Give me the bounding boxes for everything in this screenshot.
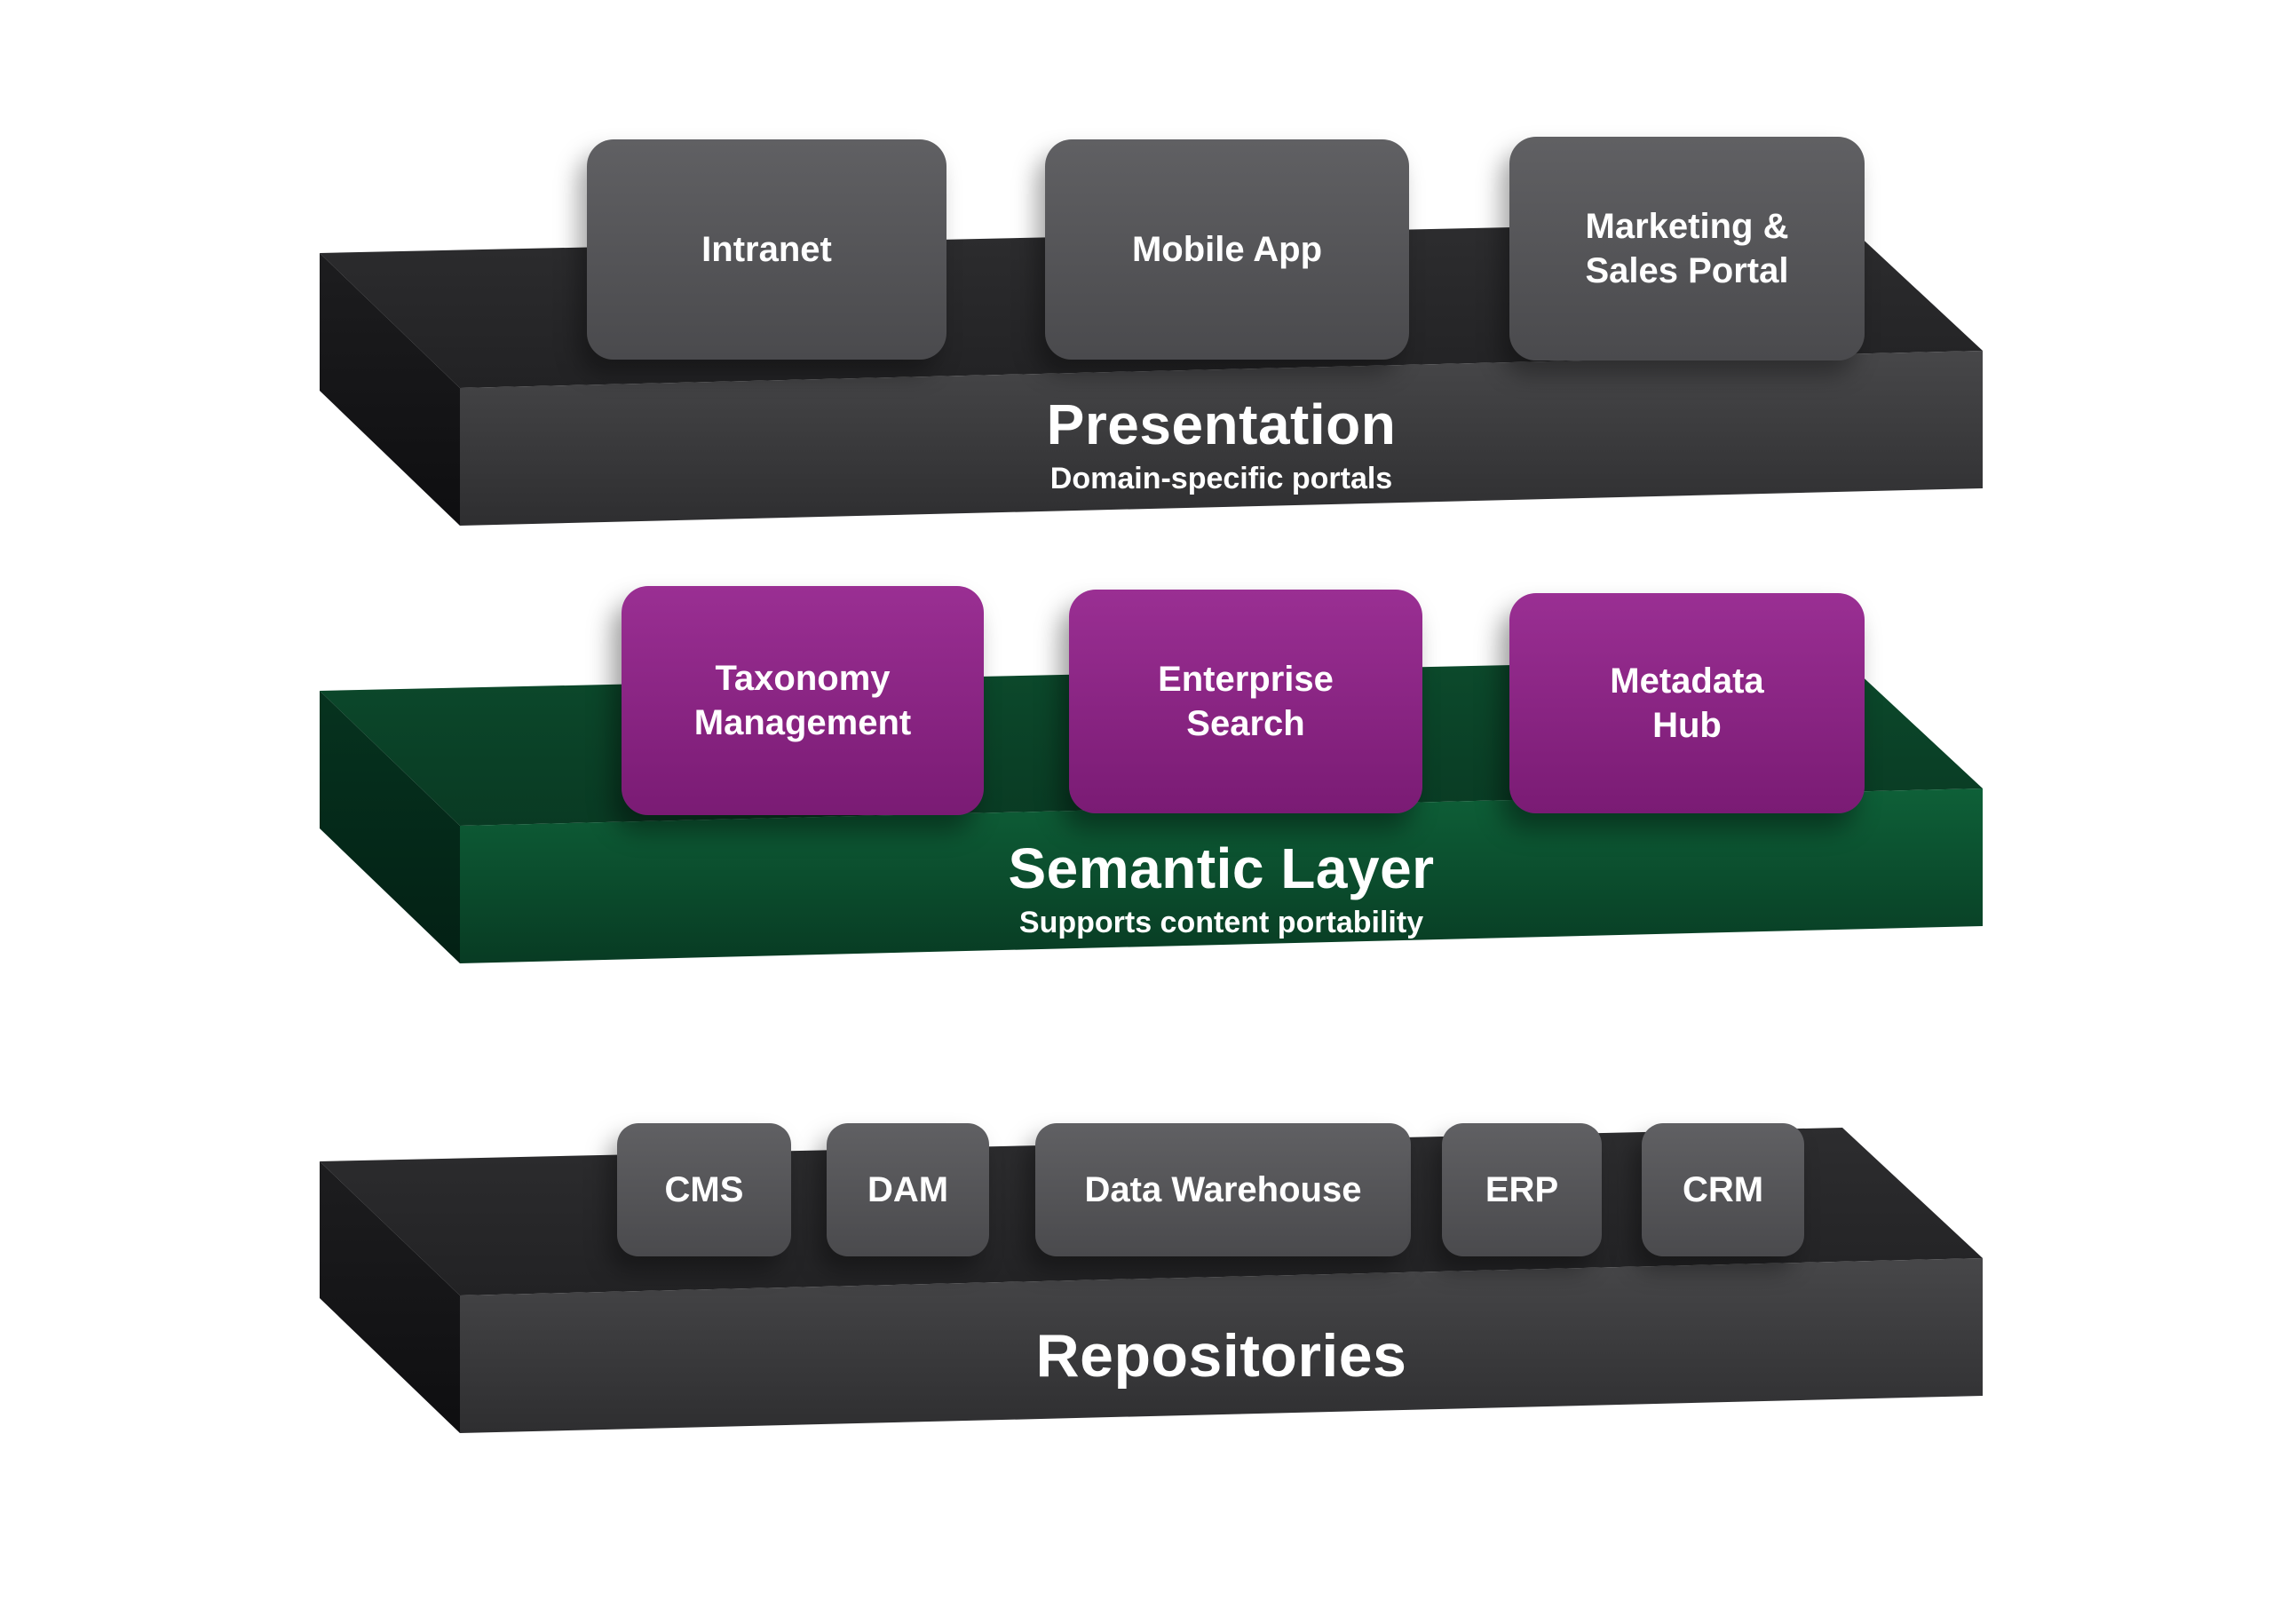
box-erp-label: ERP [1485,1170,1559,1209]
box-marketing-sales-portal-label-line1: Marketing & [1585,207,1789,246]
box-metadata-hub-label-line2: Hub [1652,706,1722,745]
semantic-layer-label: Semantic Layer Supports content portabil… [460,836,1983,940]
box-mobile-app-label: Mobile App [1131,230,1323,269]
repositories-slab-left-face [320,1161,460,1433]
presentation-layer-label: Presentation Domain-specific portals [460,392,1983,496]
box-marketing-sales-portal: Marketing & Sales Portal [1509,137,1865,360]
box-taxonomy-management-label-line1: Taxonomy [715,659,891,698]
semantic-layer-slab-front-face [460,788,1983,963]
box-mobile-app: Mobile App [1045,139,1409,360]
repositories-title: Repositories [1035,1322,1407,1390]
box-data-warehouse-label: Data Warehouse [1084,1170,1362,1209]
box-crm-label: CRM [1682,1170,1764,1209]
box-intranet: Intranet [587,139,946,360]
semantic-layer-subtitle: Supports content portability [1018,906,1424,940]
box-metadata-hub: Metadata Hub [1509,593,1865,813]
semantic-layer-slab-left-face [320,691,460,963]
box-taxonomy-management-label-line2: Management [693,703,912,742]
repositories-layer-label: Repositories [460,1322,1983,1390]
presentation-slab-left-face [320,253,460,526]
box-crm: CRM [1642,1123,1804,1256]
box-taxonomy-management: Taxonomy Management [622,586,984,815]
box-enterprise-search-label-line2: Search [1186,704,1305,743]
semantic-layer-title: Semantic Layer [1008,836,1435,900]
box-metadata-hub-label-line1: Metadata [1610,661,1764,701]
box-cms: CMS [617,1123,791,1256]
box-dam-label: DAM [867,1170,949,1209]
box-marketing-sales-portal-label-line2: Sales Portal [1585,251,1789,290]
box-enterprise-search-label-line1: Enterprise [1158,660,1334,699]
presentation-title: Presentation [1046,392,1397,456]
presentation-subtitle: Domain-specific portals [1049,462,1393,496]
box-data-warehouse: Data Warehouse [1035,1123,1411,1256]
box-dam: DAM [827,1123,989,1256]
box-cms-label: CMS [664,1170,744,1209]
repositories-slab-front-face [460,1258,1983,1433]
presentation-slab-front-face [460,351,1983,526]
box-intranet-label: Intranet [701,230,832,269]
box-enterprise-search: Enterprise Search [1069,590,1422,813]
box-erp: ERP [1442,1123,1602,1256]
